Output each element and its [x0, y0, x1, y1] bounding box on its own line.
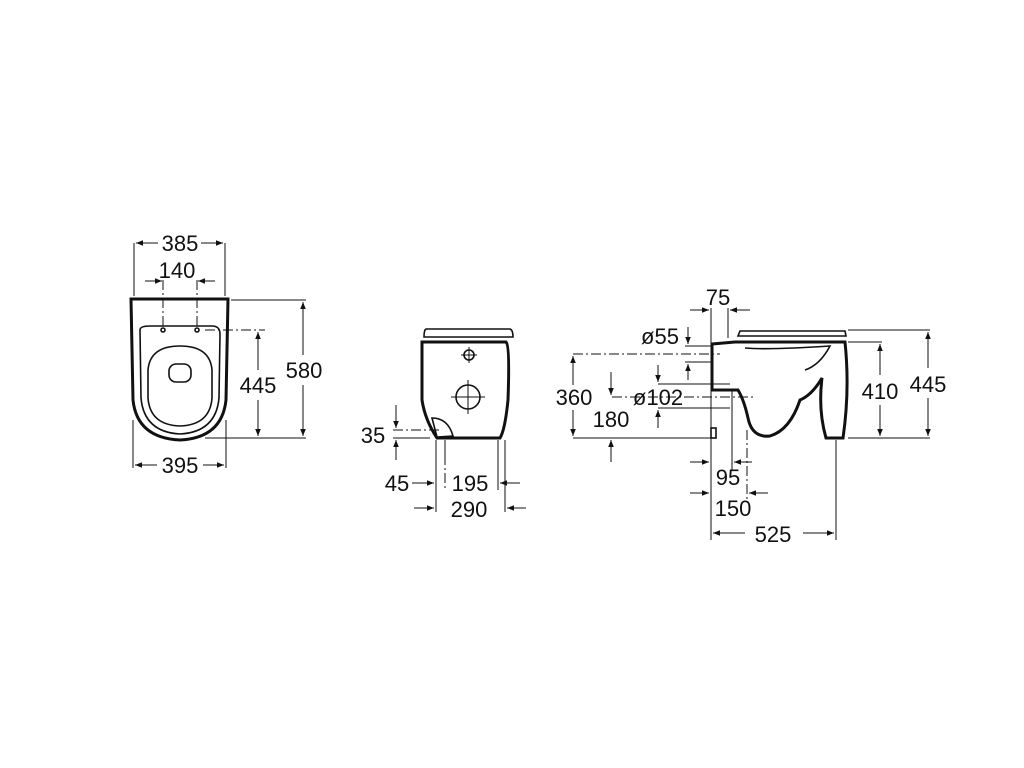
- dim-445-height: 445: [910, 372, 947, 397]
- front-view: 35 45 195 290: [361, 328, 526, 522]
- side-view: 75 ø55 360 ø102 180 410 445 95 150: [556, 285, 947, 547]
- tank-outline: [420, 340, 511, 440]
- dim-445: 445: [240, 373, 277, 398]
- dim-75: 75: [706, 285, 730, 310]
- dim-410: 410: [862, 379, 899, 404]
- dim-150: 150: [715, 496, 752, 521]
- dim-360: 360: [556, 385, 593, 410]
- dim-395: 395: [162, 453, 199, 478]
- dim-140: 140: [159, 258, 196, 283]
- lid-inner: [147, 345, 213, 427]
- lid-edge: [423, 328, 514, 338]
- top-view: 385 140 580 445 395: [129, 231, 323, 478]
- dim-385: 385: [162, 231, 199, 256]
- flush-hole: [168, 363, 192, 383]
- dim-580: 580: [286, 358, 323, 383]
- dim-o55: ø55: [641, 324, 679, 349]
- inlet-detail: [430, 417, 455, 438]
- dim-95: 95: [716, 465, 740, 490]
- seat-lid: [736, 330, 847, 337]
- dim-525: 525: [755, 522, 792, 547]
- bowl-outline: [129, 297, 230, 442]
- dim-o102: ø102: [633, 385, 683, 410]
- dim-180: 180: [593, 407, 630, 432]
- dim-195: 195: [452, 471, 489, 496]
- dim-35: 35: [361, 423, 385, 448]
- seat-outline: [139, 325, 221, 435]
- dim-290: 290: [451, 497, 488, 522]
- dim-45: 45: [385, 471, 409, 496]
